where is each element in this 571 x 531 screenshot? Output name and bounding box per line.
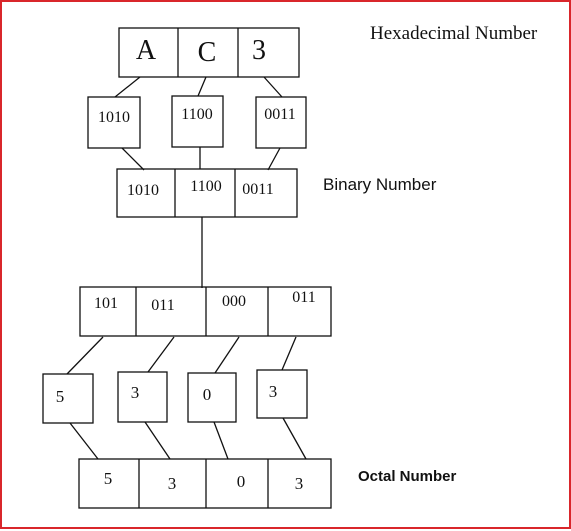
regrouped-row: 101 011 000 011: [79, 286, 332, 337]
binary-groups: 1010 1100 0011: [87, 95, 307, 149]
octal-cell-3: 3: [295, 474, 304, 493]
octal-cell-0: 5: [104, 469, 113, 488]
binary-cell-1: 1100: [190, 178, 221, 195]
regrouped-cell-3: 011: [292, 289, 315, 306]
binary-group-2: 0011: [264, 106, 295, 123]
octal-digit-box-3: [256, 369, 308, 419]
binary-group-box-1: [171, 95, 224, 148]
binary-group-box-0: [87, 96, 141, 149]
octal-row-outline: [78, 458, 332, 509]
regrouped-cell-0: 101: [94, 295, 118, 312]
octal-cell-2: 0: [237, 472, 246, 491]
octal-label: Octal Number: [358, 468, 457, 485]
hex-row-outline: [118, 27, 300, 78]
binary-group-box-2: [255, 96, 307, 149]
binary-row-outline: [116, 168, 298, 218]
octal-digit-box-2: [187, 372, 237, 423]
binary-label: Binary Number: [323, 175, 437, 194]
octal-digit-box-0: [42, 373, 94, 424]
octal-digit-0: 5: [56, 387, 65, 406]
hex-digit-2: 3: [252, 35, 266, 66]
octal-digit-boxes: 5 3 0 3: [42, 369, 308, 424]
regrouped-cell-2: 000: [222, 293, 246, 310]
regrouped-cell-1: 011: [151, 297, 174, 314]
hex-row: A C 3: [118, 27, 300, 78]
octal-digit-2: 0: [203, 385, 212, 404]
hex-label: Hexadecimal Number: [370, 23, 538, 44]
binary-cell-2: 0011: [242, 181, 273, 198]
octal-digit-3: 3: [269, 382, 278, 401]
octal-digit-box-1: [117, 371, 168, 423]
hex-digit-1: C: [198, 37, 217, 68]
octal-row: 5 3 0 3: [78, 458, 332, 509]
binary-group-0: 1010: [98, 109, 130, 126]
octal-digit-1: 3: [131, 383, 140, 402]
octal-cell-1: 3: [168, 474, 177, 493]
binary-group-1: 1100: [181, 106, 212, 123]
connector-lines: [66, 76, 307, 460]
binary-row: 1010 1100 0011: [116, 168, 298, 218]
hex-digit-0: A: [136, 35, 157, 66]
binary-cell-0: 1010: [127, 182, 159, 199]
